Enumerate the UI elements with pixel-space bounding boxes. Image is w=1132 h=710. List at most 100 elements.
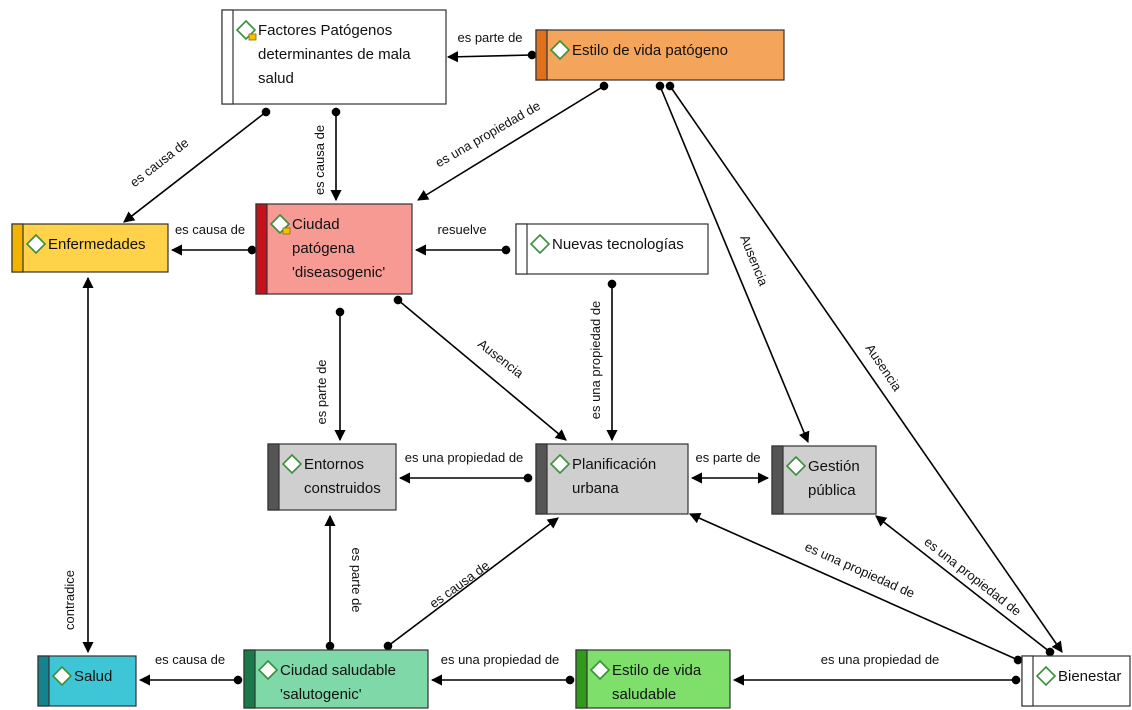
edge-nuevas_tec-planificacion: es una propiedad de xyxy=(588,279,618,442)
node-estilo-patogeno[interactable]: Estilo de vida patógeno xyxy=(535,29,785,81)
node-color-bar xyxy=(535,443,548,515)
edge-planificacion-gestion: es parte de xyxy=(690,450,770,484)
edge-estilo_saludable-ciudad_saludable: es una propiedad de xyxy=(430,652,575,686)
node-label: construidos xyxy=(304,480,381,497)
node-color-bar xyxy=(221,9,234,105)
node-label: Estilo de vida xyxy=(612,662,702,679)
node-box xyxy=(771,445,877,515)
edge-label: es una propiedad de xyxy=(803,539,917,601)
edge-label: es una propiedad de xyxy=(921,534,1024,619)
edge-line xyxy=(688,512,1023,665)
edge-label: es causa de xyxy=(175,222,245,237)
node-box xyxy=(535,29,785,81)
node-label: urbana xyxy=(572,480,619,497)
node-label: 'diseasogenic' xyxy=(292,264,385,281)
node-label: pública xyxy=(808,482,856,499)
node-color-bar xyxy=(515,223,528,275)
edge-line xyxy=(393,295,567,441)
node-color-bar xyxy=(37,655,50,707)
edge-label: es causa de xyxy=(312,125,327,195)
edge-label: es una propiedad de xyxy=(821,652,940,667)
node-planificacion[interactable]: Planificación urbana xyxy=(535,443,689,515)
edge-label: resuelve xyxy=(437,222,486,237)
edge-bienestar-estilo_saludable: es una propiedad de xyxy=(732,652,1021,686)
node-color-bar xyxy=(575,649,588,709)
node-label: 'salutogenic' xyxy=(280,686,362,703)
node-box xyxy=(267,443,397,511)
node-label: Factores Patógenos xyxy=(258,22,392,39)
node-label: Entornos xyxy=(304,456,364,473)
edge-label: Ausencia xyxy=(475,336,527,381)
edge-label: es parte de xyxy=(349,547,364,612)
node-box xyxy=(221,9,447,105)
diamond-icon xyxy=(281,453,303,475)
node-color-bar xyxy=(771,445,784,515)
node-nuevas-tec[interactable]: Nuevas tecnologías xyxy=(515,223,709,275)
edge-line xyxy=(383,517,559,651)
edge-planificacion-entornos: es una propiedad de xyxy=(398,450,533,484)
edge-label: es parte de xyxy=(695,450,760,465)
edge-bienestar-planificacion: es una propiedad de xyxy=(688,512,1023,665)
node-box xyxy=(535,443,689,515)
edge-factores-ciudad_patogena: es causa de xyxy=(312,107,342,202)
node-factores[interactable]: Factores Patógenos determinantes de mala s… xyxy=(221,9,447,105)
node-label: Planificación xyxy=(572,456,656,473)
edge-label: es causa de xyxy=(427,558,493,611)
diamond-icon xyxy=(25,233,47,255)
edge-ciudad_saludable-salud: es causa de xyxy=(138,652,243,686)
diamond-icon xyxy=(549,39,571,61)
edge-line xyxy=(123,107,271,223)
edge-label: es una propiedad de xyxy=(441,652,560,667)
note-icon xyxy=(282,227,291,235)
edge-ciudad_patogena-entornos: es parte de xyxy=(314,307,346,442)
edge-ciudad_saludable-planificacion: es causa de xyxy=(383,517,559,651)
edge-label: es una propiedad de xyxy=(405,450,524,465)
node-label: determinantes de mala xyxy=(258,46,411,63)
edge-ciudad_patogena-enfermedades: es causa de xyxy=(170,222,257,256)
node-color-bar xyxy=(11,223,24,273)
node-color-bar xyxy=(255,203,268,295)
edge-label: es causa de xyxy=(127,135,191,190)
edge-line xyxy=(446,50,537,63)
edge-label: es una propiedad de xyxy=(588,301,603,420)
nodes-layer: Factores Patógenos determinantes de mala s… xyxy=(11,9,1131,709)
node-label: Enfermedades xyxy=(48,236,146,253)
edge-label: es parte de xyxy=(314,359,329,424)
node-box xyxy=(37,655,137,707)
diamond-icon xyxy=(589,659,611,681)
edge-label: es parte de xyxy=(457,30,522,45)
node-label: Bienestar xyxy=(1058,668,1121,685)
edge-ciudad_saludable-entornos: es parte de xyxy=(324,514,364,651)
node-bienestar[interactable]: Bienestar xyxy=(1021,655,1131,707)
node-box xyxy=(575,649,731,709)
node-ciudad-patogena[interactable]: Ciudad patógena 'diseasogenic' xyxy=(255,203,413,295)
node-label: salud xyxy=(258,70,294,87)
node-box xyxy=(1021,655,1131,707)
edge-line xyxy=(417,81,609,201)
diamond-icon xyxy=(549,453,571,475)
node-color-bar xyxy=(243,649,256,709)
node-color-bar xyxy=(535,29,548,81)
node-entornos[interactable]: Entornos construidos xyxy=(267,443,397,511)
node-label: Ciudad saludable xyxy=(280,662,396,679)
diamond-icon xyxy=(51,665,73,687)
node-salud[interactable]: Salud xyxy=(37,655,137,707)
node-box xyxy=(243,649,429,709)
edge-line xyxy=(875,515,1055,657)
node-ciudad-saludable[interactable]: Ciudad saludable 'salutogenic' xyxy=(243,649,429,709)
node-label: Gestión xyxy=(808,458,860,475)
node-label: patógena xyxy=(292,240,355,257)
node-color-bar xyxy=(1021,655,1034,707)
node-label: Ciudad xyxy=(292,216,340,233)
node-gestion[interactable]: Gestión pública xyxy=(771,445,877,515)
node-box xyxy=(515,223,709,275)
diamond-icon xyxy=(785,455,807,477)
note-icon xyxy=(248,33,257,41)
node-enfermedades[interactable]: Enfermedades xyxy=(11,223,169,273)
edge-factores-enfermedades: es causa de xyxy=(123,107,271,223)
edges-layer: es parte de es causa de es causa de es una … xyxy=(62,30,1063,686)
edge-nuevas_tec-ciudad_patogena: resuelve xyxy=(414,222,511,256)
node-label: Nuevas tecnologías xyxy=(552,236,684,253)
